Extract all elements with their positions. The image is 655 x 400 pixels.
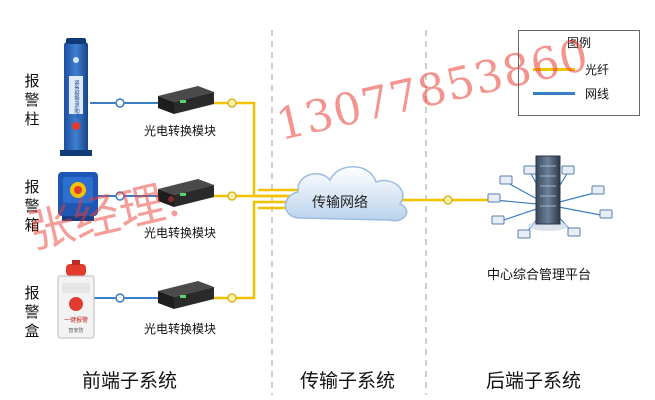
- legend-ethernet-label: 网线: [585, 87, 610, 101]
- platform-network: [487, 155, 613, 239]
- ethernet-connectors: [115, 98, 125, 303]
- pod-button-text: 一键报警: [64, 316, 88, 324]
- converter-module-1: [158, 86, 214, 114]
- module-label-1: 光电转换模块: [144, 124, 217, 138]
- ethernet-lines: [90, 102, 160, 299]
- pillar-sign-text: 紧急报警求助点: [73, 79, 80, 120]
- section-backend: 后端子系统: [486, 370, 582, 392]
- pod-brand-text: 智安防: [68, 327, 83, 334]
- converter-module-3: [158, 281, 214, 309]
- legend-fiber-label: 光纤: [585, 63, 610, 77]
- platform-label: 中心综合管理平台: [487, 268, 592, 283]
- alarm-pod: 一键报警 智安防: [57, 260, 95, 339]
- legend-title: 图例: [566, 36, 591, 50]
- device-label-pillar: 报警柱: [24, 72, 40, 128]
- device-label-pod: 报警盒: [24, 284, 40, 340]
- legend-ethernet-line: [533, 92, 575, 95]
- network-label: 传输网络: [312, 195, 368, 211]
- alarm-box: [58, 172, 98, 221]
- alarm-pillar: 紧急报警求助点: [60, 38, 92, 156]
- section-frontend: 前端子系统: [82, 370, 178, 392]
- device-label-box: 报警箱: [24, 178, 40, 234]
- converter-module-2: [158, 179, 214, 207]
- network-cloud: [284, 166, 408, 222]
- section-transport: 传输子系统: [300, 370, 396, 392]
- legend: 图例 光纤 网线: [518, 30, 640, 116]
- legend-fiber-line: [533, 68, 575, 71]
- fiber-connectors: [227, 98, 453, 303]
- module-label-2: 光电转换模块: [144, 226, 217, 240]
- module-label-3: 光电转换模块: [144, 322, 217, 336]
